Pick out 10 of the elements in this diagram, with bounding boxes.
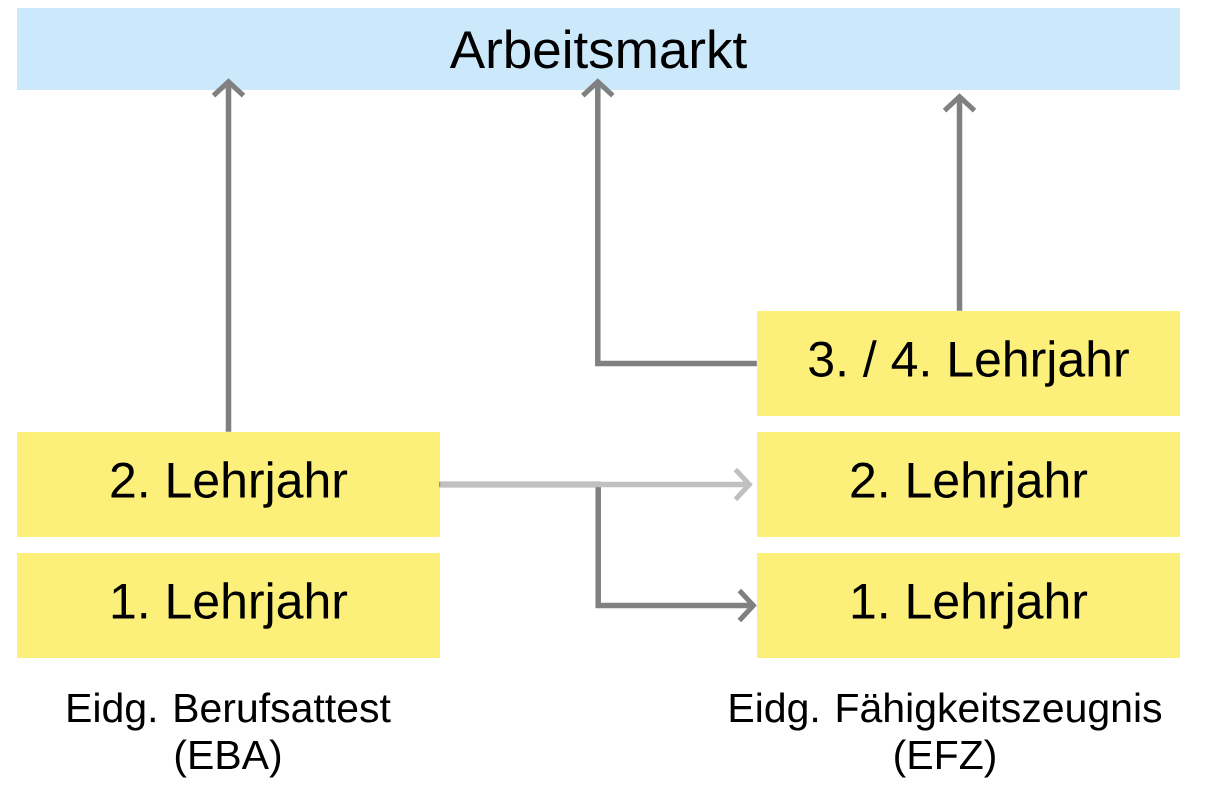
year-box: 1. Lehrjahr xyxy=(17,553,440,658)
arrow xyxy=(942,93,977,311)
arrow xyxy=(581,78,757,367)
banner-box: Arbeitsmarkt xyxy=(17,8,1180,90)
year-box: 2. Lehrjahr xyxy=(757,432,1180,537)
year-box: 1. Lehrjahr xyxy=(757,553,1180,658)
year-box: 3. / 4. Lehrjahr xyxy=(757,311,1180,416)
year-box: 2. Lehrjahr xyxy=(17,432,440,537)
arrow xyxy=(440,467,753,502)
arrow xyxy=(211,78,246,432)
